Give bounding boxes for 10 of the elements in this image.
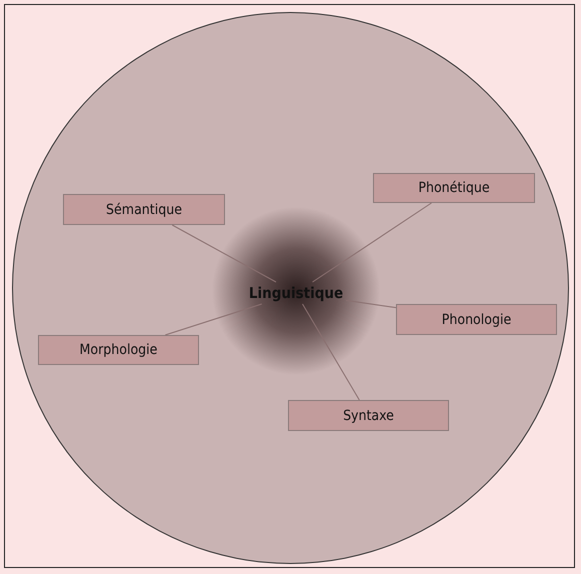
connector-line bbox=[172, 224, 276, 282]
connector-line bbox=[312, 202, 432, 282]
connector-line bbox=[164, 304, 262, 336]
connector-line bbox=[346, 300, 396, 308]
topic-box: Phonétique bbox=[373, 173, 535, 203]
topic-box: Phonologie bbox=[396, 304, 557, 335]
connector-line bbox=[302, 304, 360, 400]
topic-box: Syntaxe bbox=[288, 400, 449, 431]
topic-box: Sémantique bbox=[63, 194, 225, 225]
topic-box: Morphologie bbox=[38, 335, 199, 365]
